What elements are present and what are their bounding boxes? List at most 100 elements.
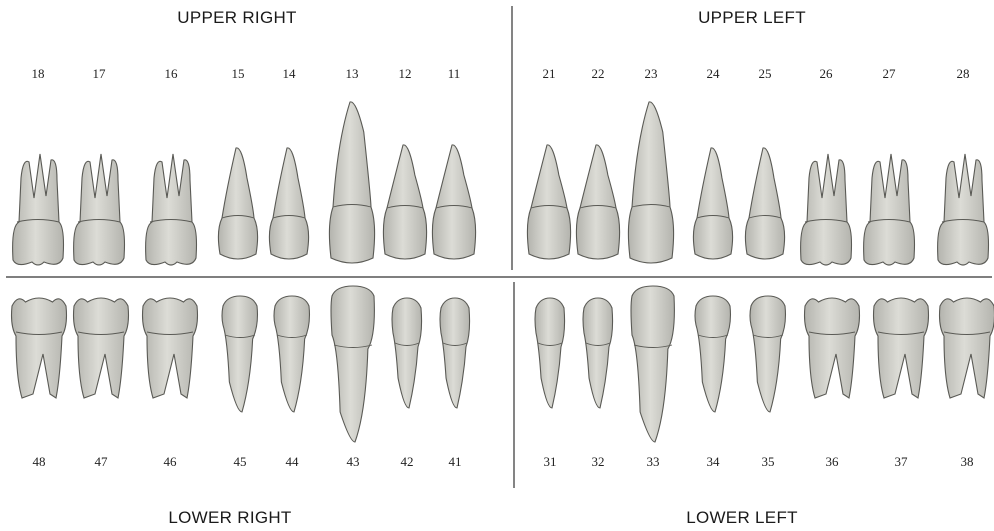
tooth-number-26: 26 xyxy=(820,66,834,81)
tooth-shape xyxy=(801,154,852,265)
tooth-shape xyxy=(864,154,915,265)
tooth-shape xyxy=(392,298,422,408)
tooth-46 xyxy=(143,298,198,398)
tooth-13 xyxy=(329,102,374,263)
tooth-shape xyxy=(146,154,197,265)
tooth-number-43: 43 xyxy=(347,454,360,469)
tooth-shape xyxy=(527,145,570,259)
tooth-35 xyxy=(750,296,785,412)
tooth-33 xyxy=(631,286,674,442)
tooth-shape xyxy=(222,296,257,412)
tooth-number-34: 34 xyxy=(707,454,721,469)
tooth-number-36: 36 xyxy=(826,454,840,469)
tooth-shape xyxy=(805,298,860,398)
tooth-shape xyxy=(383,145,426,259)
tooth-21 xyxy=(527,145,570,259)
tooth-shape xyxy=(583,298,613,408)
tooth-48 xyxy=(12,298,67,398)
tooth-shape xyxy=(74,154,125,265)
tooth-number-12: 12 xyxy=(399,66,412,81)
tooth-43 xyxy=(331,286,374,442)
tooth-number-42: 42 xyxy=(401,454,414,469)
tooth-number-48: 48 xyxy=(33,454,46,469)
tooth-12 xyxy=(383,145,426,259)
tooth-number-22: 22 xyxy=(592,66,605,81)
tooth-31 xyxy=(535,298,565,408)
tooth-shape xyxy=(432,145,475,259)
tooth-shape xyxy=(874,298,929,398)
tooth-shape xyxy=(535,298,565,408)
tooth-44 xyxy=(274,296,309,412)
tooth-number-44: 44 xyxy=(286,454,300,469)
tooth-shape xyxy=(329,102,374,263)
tooth-shape xyxy=(693,148,732,259)
tooth-shape xyxy=(331,286,374,442)
tooth-shape xyxy=(143,298,198,398)
tooth-24 xyxy=(693,148,732,259)
tooth-number-16: 16 xyxy=(165,66,179,81)
tooth-number-41: 41 xyxy=(449,454,462,469)
tooth-shape xyxy=(631,286,674,442)
tooth-34 xyxy=(695,296,730,412)
tooth-number-21: 21 xyxy=(543,66,556,81)
tooth-number-23: 23 xyxy=(645,66,658,81)
tooth-11 xyxy=(432,145,475,259)
tooth-number-35: 35 xyxy=(762,454,775,469)
tooth-shape xyxy=(218,148,257,259)
tooth-41 xyxy=(440,298,470,408)
tooth-38 xyxy=(940,298,994,398)
tooth-shape xyxy=(440,298,470,408)
tooth-number-24: 24 xyxy=(707,66,721,81)
tooth-45 xyxy=(222,296,257,412)
tooth-17 xyxy=(74,154,125,265)
tooth-number-45: 45 xyxy=(234,454,247,469)
tooth-shape xyxy=(12,298,67,398)
tooth-number-37: 37 xyxy=(895,454,909,469)
tooth-22 xyxy=(576,145,619,259)
teeth-layer xyxy=(12,102,994,442)
tooth-28 xyxy=(938,154,989,265)
tooth-32 xyxy=(583,298,613,408)
tooth-number-14: 14 xyxy=(283,66,297,81)
tooth-18 xyxy=(13,154,64,265)
tooth-37 xyxy=(874,298,929,398)
tooth-shape xyxy=(576,145,619,259)
tooth-number-46: 46 xyxy=(164,454,178,469)
tooth-16 xyxy=(146,154,197,265)
tooth-shape xyxy=(628,102,673,263)
tooth-36 xyxy=(805,298,860,398)
tooth-number-33: 33 xyxy=(647,454,660,469)
tooth-number-18: 18 xyxy=(32,66,45,81)
tooth-shape xyxy=(695,296,730,412)
tooth-15 xyxy=(218,148,257,259)
tooth-number-47: 47 xyxy=(95,454,109,469)
tooth-number-28: 28 xyxy=(957,66,970,81)
tooth-shape xyxy=(13,154,64,265)
tooth-27 xyxy=(864,154,915,265)
tooth-42 xyxy=(392,298,422,408)
tooth-number-31: 31 xyxy=(544,454,557,469)
tooth-shape xyxy=(940,298,994,398)
tooth-shape xyxy=(750,296,785,412)
tooth-number-13: 13 xyxy=(346,66,359,81)
tooth-shape xyxy=(269,148,308,259)
tooth-shape xyxy=(745,148,784,259)
tooth-shape xyxy=(74,298,129,398)
tooth-number-32: 32 xyxy=(592,454,605,469)
tooth-number-38: 38 xyxy=(961,454,974,469)
tooth-number-25: 25 xyxy=(759,66,772,81)
tooth-number-15: 15 xyxy=(232,66,245,81)
tooth-25 xyxy=(745,148,784,259)
tooth-47 xyxy=(74,298,129,398)
tooth-number-11: 11 xyxy=(448,66,461,81)
tooth-number-17: 17 xyxy=(93,66,107,81)
tooth-23 xyxy=(628,102,673,263)
tooth-number-27: 27 xyxy=(883,66,897,81)
tooth-26 xyxy=(801,154,852,265)
tooth-14 xyxy=(269,148,308,259)
tooth-shape xyxy=(274,296,309,412)
tooth-numbers: 18 17 16 15 14 13 12 11 21 22 23 24 25 26 27 28 48 47 46 45… xyxy=(32,66,974,469)
tooth-shape xyxy=(938,154,989,265)
